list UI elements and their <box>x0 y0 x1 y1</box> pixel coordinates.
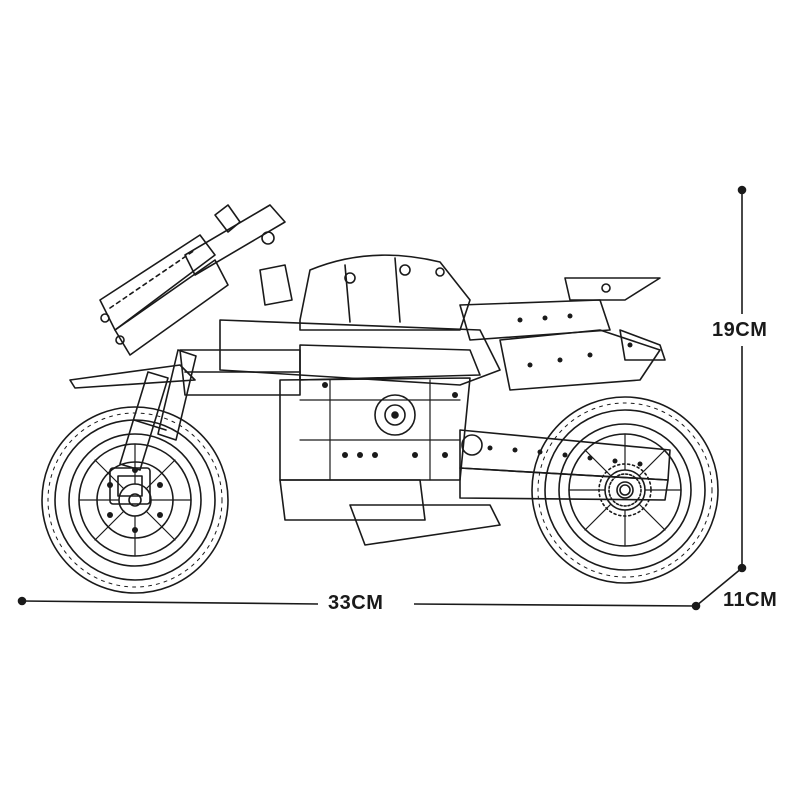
main-frame <box>219 319 501 546</box>
length-endpoint-left <box>17 596 27 606</box>
motorcycle-drawing <box>41 204 719 594</box>
dimension-lines <box>17 185 747 611</box>
length-line-right <box>413 603 697 607</box>
length-dimension-label: 33CM <box>322 591 390 615</box>
fuel-tank <box>299 254 471 331</box>
tail-section <box>459 277 666 391</box>
rear-sprocket <box>608 473 642 507</box>
width-dimension-label: 11CM <box>723 588 778 612</box>
front-wheel <box>41 406 229 594</box>
length-line-left <box>21 600 319 605</box>
height-dimension-label: 19CM <box>712 318 768 342</box>
width-line <box>695 567 743 607</box>
height-endpoint-top <box>737 185 747 195</box>
rear-wheel <box>531 396 719 584</box>
front-fork <box>119 349 197 471</box>
handlebar-assembly <box>99 204 293 356</box>
swingarm <box>459 429 671 501</box>
